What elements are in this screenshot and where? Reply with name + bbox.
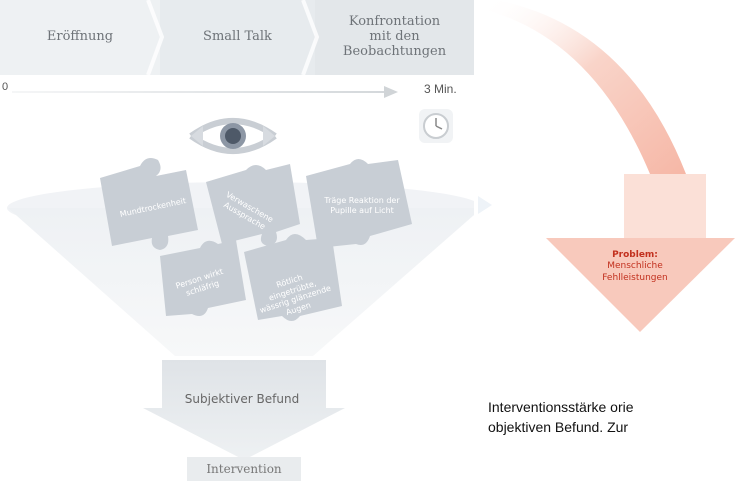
phase-eroeffnung: Eröffnung (0, 0, 160, 75)
curved-arrow (478, 0, 735, 332)
result-subjektiver-befund: Subjektiver Befund (184, 392, 300, 406)
clock-icon (419, 109, 453, 143)
caption-line-2: objektiven Befund. Zur (488, 419, 629, 435)
item-traege-reaktion: Träge Reaktion der Pupille auf Licht (324, 196, 400, 215)
phase-small-talk: Small Talk (160, 0, 315, 75)
timeline-end: 3 Min. (424, 82, 457, 96)
caption-line-1: Interventionsstärke orie (488, 399, 634, 415)
puzzle-piece-1 (100, 158, 198, 250)
puzzle-piece-4 (160, 240, 246, 316)
phase-separators (146, 0, 320, 75)
problem-title: Problem: (612, 250, 658, 260)
timeline-start: 0 (2, 81, 9, 93)
problem-text: Menschliche Fehlleistungen (602, 261, 668, 283)
puzzle-pieces (100, 158, 412, 321)
puzzle-piece-2 (206, 164, 300, 246)
problem-label: Problem: Menschliche Fehlleistungen (600, 250, 670, 284)
puzzle-piece-3 (306, 159, 412, 248)
timeline-arrow-icon (384, 86, 398, 98)
eye-icon (189, 118, 277, 154)
caption-text: Interventionsstärke orie objektiven Befu… (488, 397, 735, 437)
timeline-axis (12, 91, 384, 93)
phase-konfrontation: Konfrontation mit den Beobachtungen (315, 0, 474, 75)
phase-bar: Eröffnung Small Talk Konfrontation mit d… (0, 0, 474, 75)
intervention-box: Intervention (187, 457, 301, 481)
puzzle-piece-5 (244, 234, 342, 321)
